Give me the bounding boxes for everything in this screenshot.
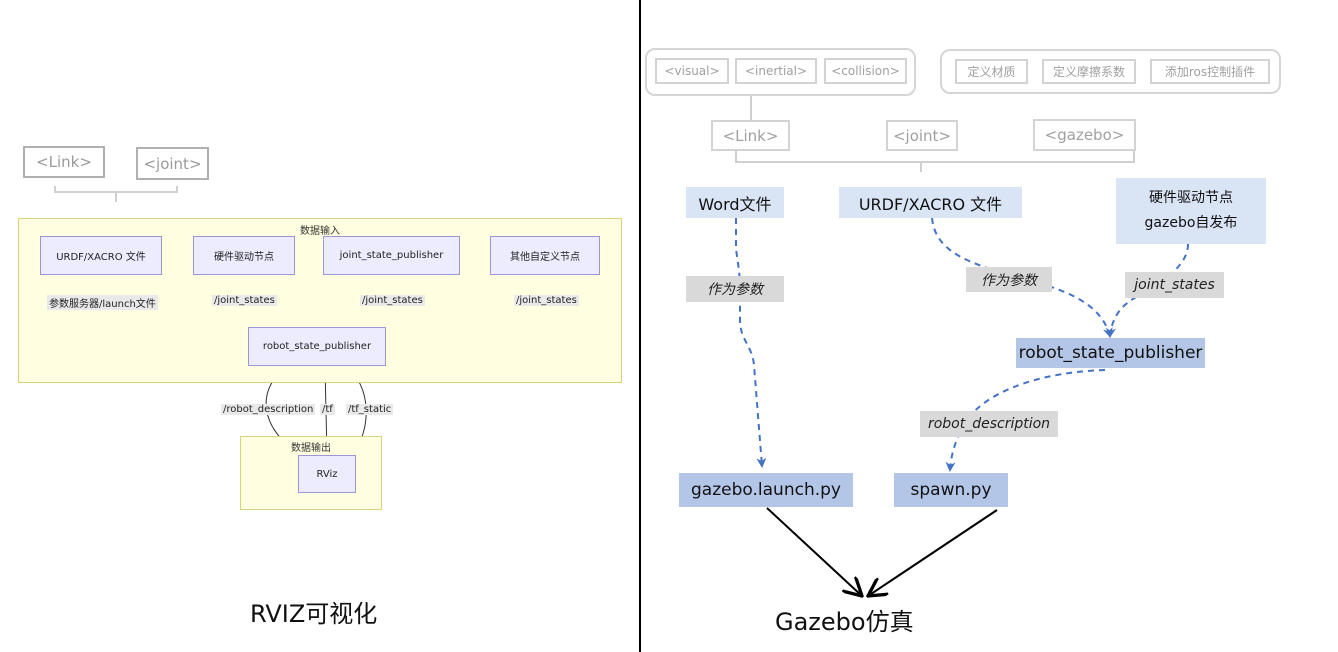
right-caption: Gazebo仿真	[775, 608, 914, 636]
edge-gazebo-launch-sim	[766, 507, 862, 596]
node-robot-state-publisher: robot_state_publisher	[248, 327, 386, 366]
edge-label-joint-states-1: /joint_states	[212, 295, 277, 306]
edge-label-tf: /tf	[320, 404, 335, 415]
output-zone	[240, 436, 382, 510]
collision-tag: <collision>	[824, 58, 907, 84]
visual-tag: <visual>	[655, 58, 729, 84]
node-hardware-driver: 硬件驱动节点	[193, 236, 295, 275]
edge-spawn-sim	[868, 509, 998, 596]
edge-label-joint-states-3: /joint_states	[514, 295, 579, 306]
node-rviz: RViz	[298, 455, 356, 493]
edge-hw-rsp-right	[1105, 243, 1189, 338]
mid-tag-bracket	[735, 150, 1135, 172]
node-joint-state-publisher: joint_state_publisher	[323, 236, 460, 275]
hardware-driver-node: 硬件驱动节点 gazebo自发布	[1116, 178, 1266, 244]
material-tag: 定义材质	[955, 59, 1028, 84]
inertial-tag: <inertial>	[735, 58, 817, 84]
word-file-node: Word文件	[686, 187, 784, 218]
right-joint-tag: <joint>	[886, 120, 958, 151]
urdf-file-node: URDF/XACRO 文件	[839, 187, 1022, 218]
left-tag-bracket	[54, 186, 178, 202]
edge-label-joint-states-2: /joint_states	[360, 295, 425, 306]
right-link-tag: <Link>	[711, 120, 790, 151]
left-link-tag: <Link>	[23, 146, 105, 178]
edge-word-gazebo-launch	[735, 218, 767, 468]
friction-tag: 定义摩擦系数	[1042, 59, 1136, 84]
node-custom: 其他自定义节点	[490, 236, 600, 275]
edge-label-param-server: 参数服务器/launch文件	[47, 295, 158, 310]
label-robot-description: robot_description	[920, 411, 1058, 437]
edge-label-robot-description: /robot_description	[221, 404, 316, 415]
edge-label-tf-static: /tf_static	[346, 404, 394, 415]
left-caption: RVIZ可视化	[250, 600, 378, 628]
gazebo-launch-node: gazebo.launch.py	[679, 473, 853, 507]
ros-control-plugin-tag: 添加ros控制插件	[1150, 59, 1270, 84]
label-joint-states: joint_states	[1125, 272, 1224, 298]
label-as-parameter-1: 作为参数	[686, 276, 784, 302]
hardware-driver-line2: gazebo自发布	[1144, 215, 1238, 231]
node-urdf-file: URDF/XACRO 文件	[40, 236, 162, 275]
input-zone-title: 数据输入	[300, 226, 340, 237]
left-joint-tag: <joint>	[136, 147, 209, 180]
hardware-driver-line1: 硬件驱动节点	[1149, 190, 1233, 206]
output-zone-title: 数据输出	[291, 443, 331, 454]
right-gazebo-tag: <gazebo>	[1033, 119, 1136, 151]
panel-divider	[639, 0, 641, 652]
label-as-parameter-2: 作为参数	[966, 267, 1052, 292]
robot-state-publisher-node: robot_state_publisher	[1016, 338, 1205, 368]
spawn-node: spawn.py	[894, 473, 1008, 507]
